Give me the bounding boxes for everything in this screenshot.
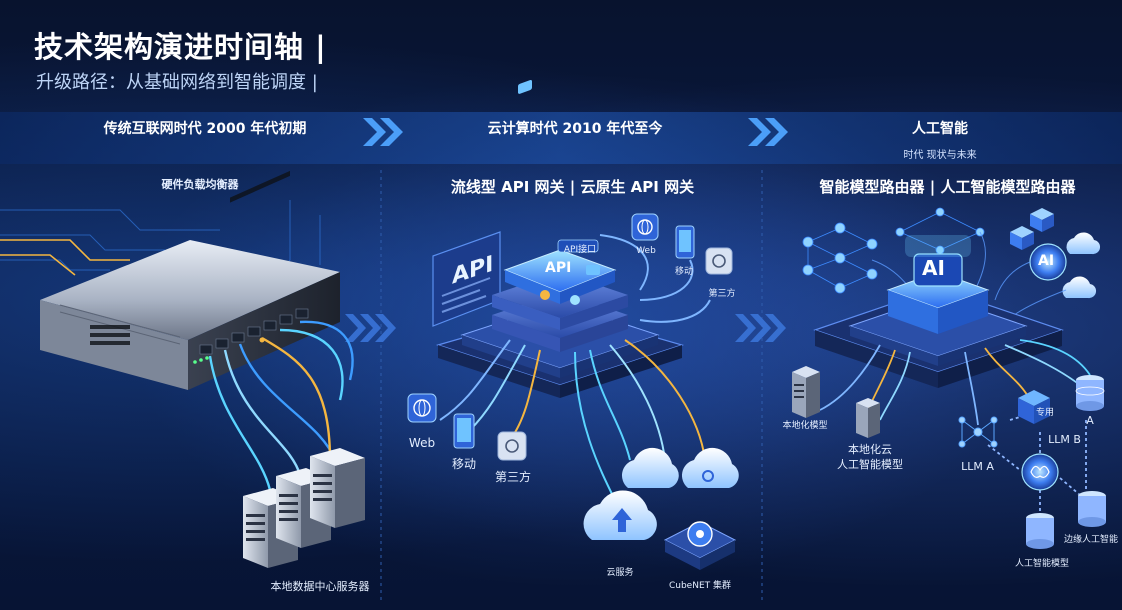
third-party-label-bottom: 第三方 (494, 470, 531, 484)
cloud-icons-right (1062, 232, 1101, 299)
local-model-server (792, 366, 820, 418)
ai-node-label: AI (1038, 253, 1055, 269)
era-band (0, 112, 1122, 164)
dedicated-label: 专用 (1035, 408, 1054, 418)
model-a-label: A (1086, 414, 1094, 427)
local-cloud-ai-label: 人工智能模型 (837, 458, 903, 471)
panel1-heading: 硬件负载均衡器 (161, 178, 239, 191)
local-cloud-label: 本地化云 (848, 443, 892, 456)
ai-core-label: AI (922, 256, 945, 280)
llm-b-icon (1018, 390, 1050, 424)
servers-label: 本地数据中心服务器 (270, 580, 370, 593)
database-icon-a (1075, 375, 1105, 411)
kubernetes-cluster-icon (663, 521, 737, 570)
era-sublabel-ai: 时代 现状与未来 (903, 150, 977, 161)
cluster-label: CubeNET 集群 (668, 581, 732, 591)
on-prem-servers (243, 448, 365, 568)
gateway-core-label: API (545, 260, 572, 276)
api-interface-badge: API接口 (563, 245, 597, 255)
neural-network-left (802, 222, 878, 294)
panel3-heading: 智能模型路由器 | 人工智能模型路由器 (819, 178, 1076, 196)
page-subtitle: 升级路径：从基础网络到智能调度 | (36, 72, 318, 93)
mobile-label-top: 移动 (674, 267, 693, 277)
hardware-load-balancer (40, 170, 340, 390)
panel2-heading: 流线型 API 网关 | 云原生 API 网关 (450, 178, 695, 196)
web-label-bottom: Web (408, 436, 436, 450)
gateway-connections (439, 234, 711, 501)
web-label-top: Web (636, 246, 656, 256)
ai-model-label: 人工智能模型 (1014, 559, 1069, 569)
mobile-label-bottom: 移动 (451, 457, 476, 471)
cloud-service-icons (583, 447, 739, 540)
edge-ai-label: 边缘人工智能 (1064, 535, 1119, 545)
data-blocks-icons (1010, 208, 1054, 250)
third-party-icon-bottom (497, 431, 527, 461)
database-icon-model (1026, 513, 1054, 549)
llm-b-label: LLM B (1048, 433, 1081, 446)
local-model-label: 本地化模型 (782, 421, 828, 431)
third-party-label-top: 第三方 (708, 289, 736, 299)
panel1-gold-traces (0, 239, 130, 276)
page-title: 技术架构演进时间轴 | (34, 30, 327, 64)
era-label-cloud: 云计算时代 2010 年代至今 (487, 121, 663, 137)
ai-router-connections (819, 339, 1091, 512)
web-client-icon-top (631, 213, 659, 241)
era-chevrons (363, 118, 788, 146)
mobile-client-icon-top (675, 225, 695, 259)
llm-a-label: LLM A (961, 460, 994, 473)
database-icon-edge (1078, 491, 1106, 527)
brain-icon (1021, 453, 1059, 491)
third-party-icon-top (705, 247, 733, 275)
era-label-ai: 人工智能 (912, 121, 968, 137)
llm-a-icon (958, 416, 998, 448)
mobile-client-icon-bottom (453, 413, 475, 449)
web-client-icon-bottom (407, 393, 437, 423)
cloud-service-label: 云服务 (606, 568, 634, 578)
transition-arrows (345, 314, 786, 342)
local-cloud-server (856, 398, 880, 438)
era-label-traditional: 传统互联网时代 2000 年代初期 (103, 121, 307, 137)
panel1-cables (208, 320, 354, 491)
